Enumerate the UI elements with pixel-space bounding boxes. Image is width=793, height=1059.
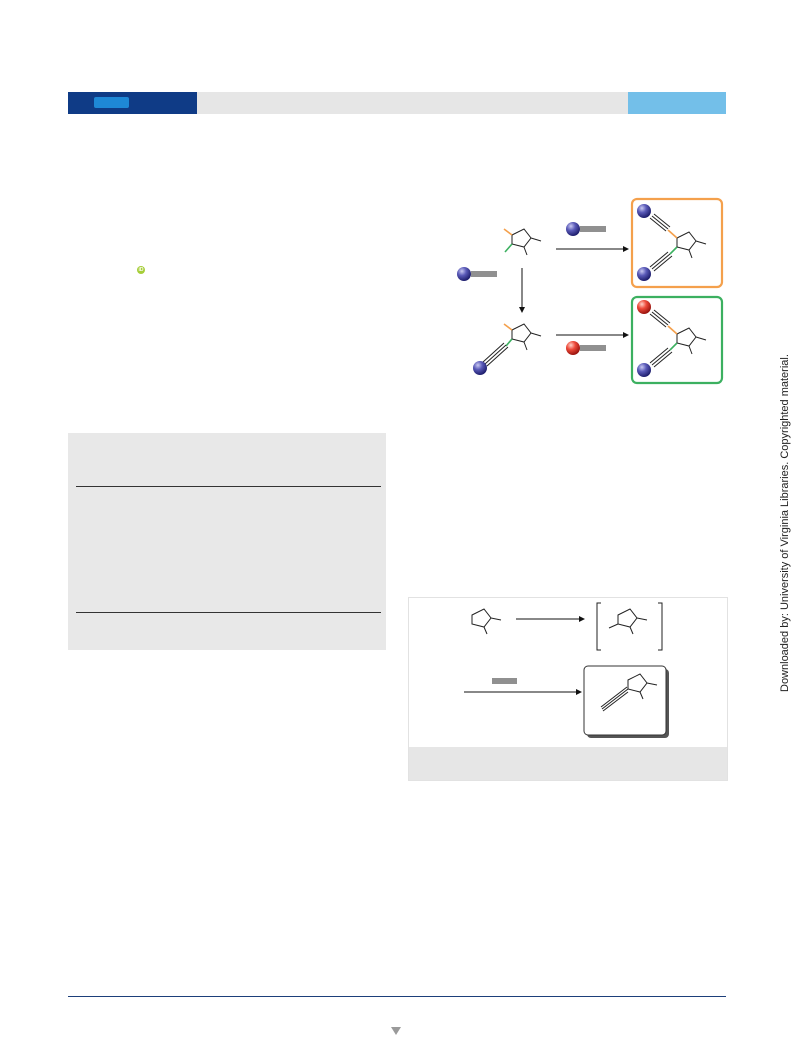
reaction-scheme-bottom-panel <box>408 597 728 781</box>
red-sphere-product <box>637 300 651 314</box>
header-accent-band <box>628 92 726 114</box>
unsymmetric-product <box>649 309 707 368</box>
product-frame <box>583 665 667 736</box>
alkyne-reagent <box>492 678 517 684</box>
blue-alkyne-reagent-left <box>457 267 497 281</box>
mono-alkynyl-intermediate <box>482 323 542 367</box>
header-title-band <box>197 92 628 114</box>
journal-header-band <box>68 92 197 114</box>
footer-rule <box>68 996 726 997</box>
blue-sphere-product-top <box>637 204 651 218</box>
orcid-icon[interactable]: iD <box>137 266 145 274</box>
blue-sphere-product-bottom <box>637 267 651 281</box>
table-panel <box>68 433 386 650</box>
table-bottom-rule <box>76 612 381 613</box>
starting-heterocycle <box>503 228 542 256</box>
alkynyl-product <box>600 673 658 712</box>
download-watermark-text: Downloaded by: University of Virginia Li… <box>779 354 791 692</box>
scheme-caption-band <box>409 747 727 780</box>
symmetric-product <box>649 213 707 272</box>
table-top-rule <box>76 486 381 487</box>
blue-sphere-intermediate <box>473 361 487 375</box>
triangle-down-icon[interactable] <box>391 1027 401 1035</box>
reaction-scheme-bottom <box>464 602 669 738</box>
reaction-scheme-top <box>457 197 724 385</box>
blue-alkyne-reagent-top <box>566 222 606 236</box>
bracketed-intermediate <box>596 602 663 651</box>
blue-sphere-product <box>637 363 651 377</box>
red-alkyne-reagent <box>566 341 606 355</box>
section-badge <box>94 97 129 108</box>
bottom-starting-heterocycle <box>471 608 502 635</box>
